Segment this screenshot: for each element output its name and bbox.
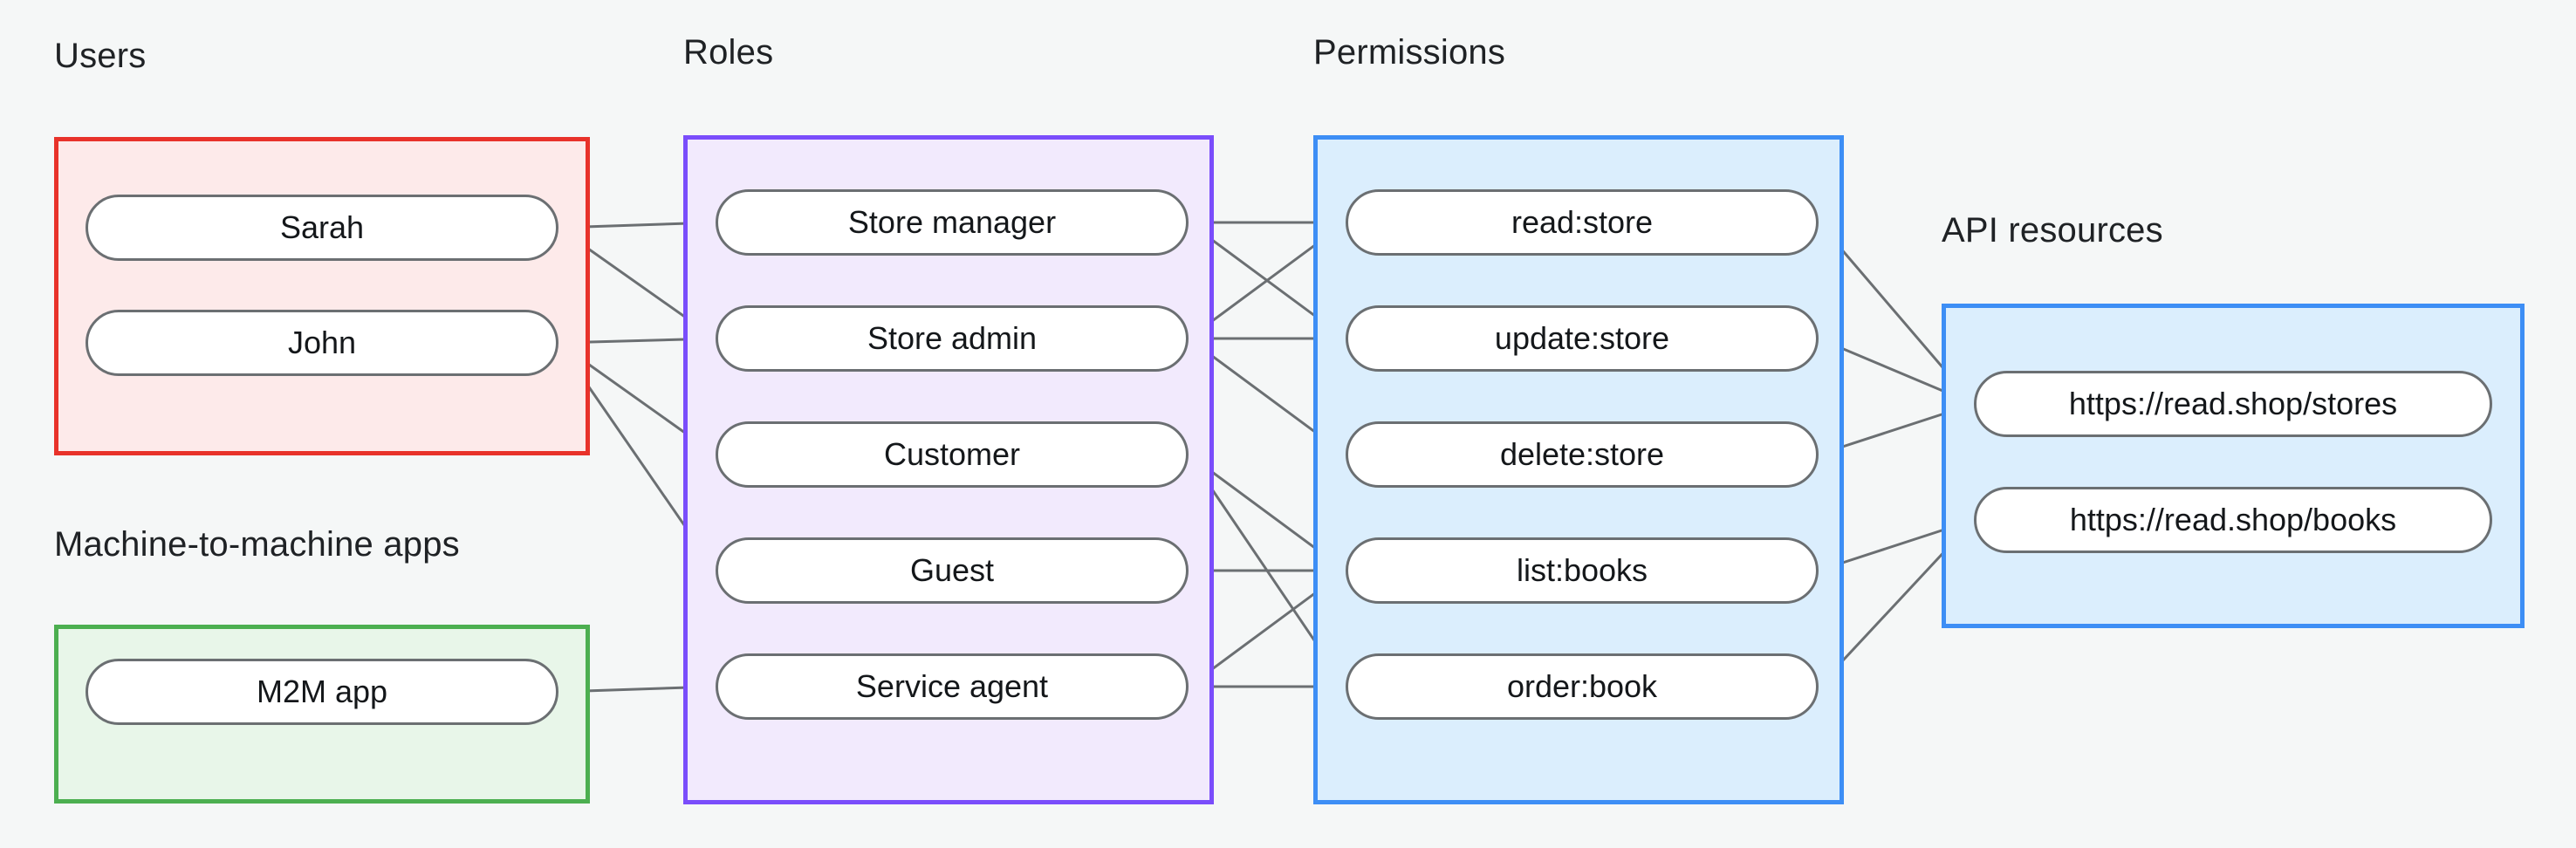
node-service-agent[interactable]: Service agent — [716, 653, 1189, 720]
node-order-book[interactable]: order:book — [1346, 653, 1819, 720]
group-title-users: Users — [54, 37, 147, 75]
group-title-permissions: Permissions — [1313, 33, 1506, 72]
node-api-books[interactable]: https://read.shop/books — [1974, 487, 2492, 553]
node-api-stores[interactable]: https://read.shop/stores — [1974, 371, 2492, 437]
node-store-manager[interactable]: Store manager — [716, 189, 1189, 256]
node-store-admin[interactable]: Store admin — [716, 305, 1189, 372]
group-box-api — [1942, 304, 2525, 628]
group-box-users — [54, 137, 590, 455]
node-customer[interactable]: Customer — [716, 421, 1189, 488]
node-john[interactable]: John — [86, 310, 558, 376]
node-read-store[interactable]: read:store — [1346, 189, 1819, 256]
node-list-books[interactable]: list:books — [1346, 537, 1819, 604]
group-title-roles: Roles — [683, 33, 774, 72]
node-m2m-app[interactable]: M2M app — [86, 659, 558, 725]
node-sarah[interactable]: Sarah — [86, 195, 558, 261]
group-title-m2m: Machine-to-machine apps — [54, 525, 460, 564]
group-title-api: API resources — [1942, 211, 2163, 250]
node-update-store[interactable]: update:store — [1346, 305, 1819, 372]
node-delete-store[interactable]: delete:store — [1346, 421, 1819, 488]
node-guest[interactable]: Guest — [716, 537, 1189, 604]
